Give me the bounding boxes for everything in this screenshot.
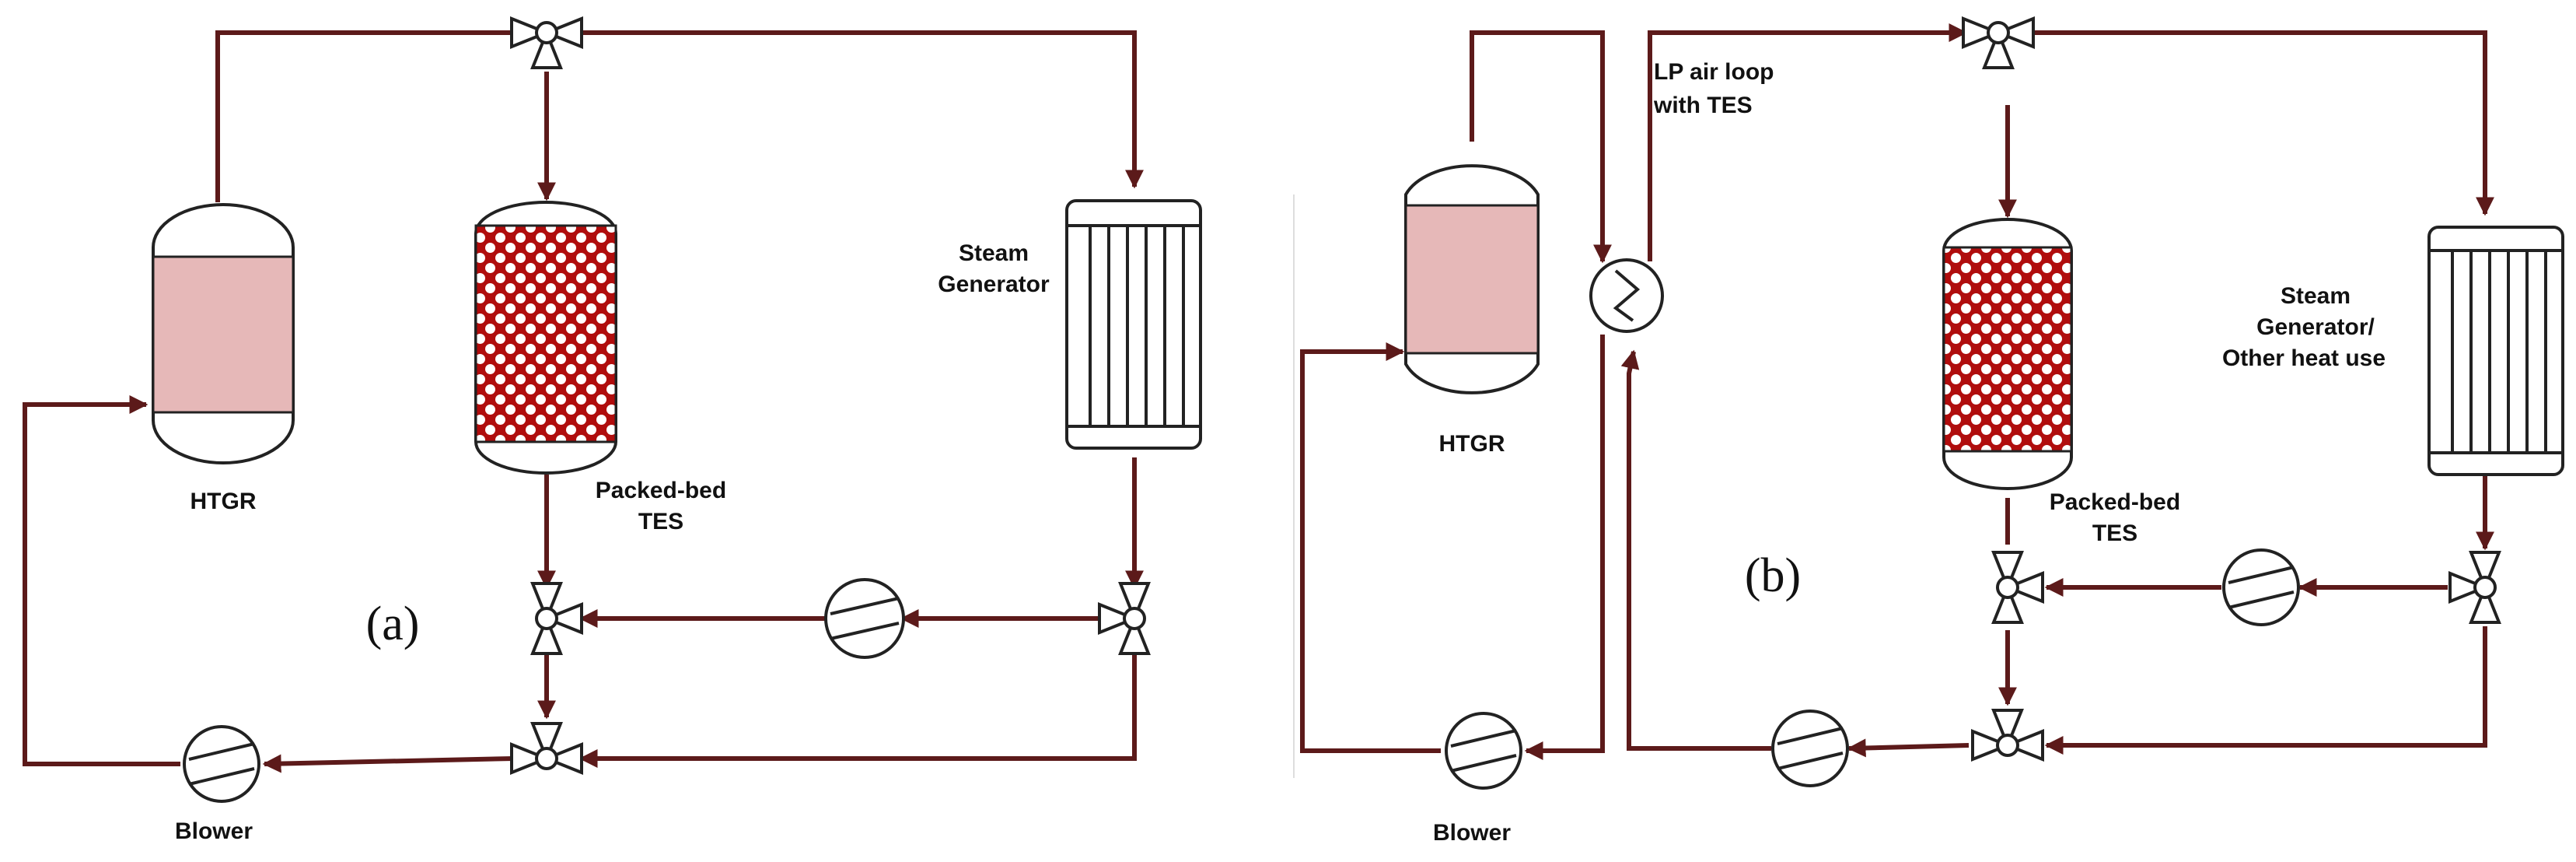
valve-icon [510,722,583,775]
pipe-blower-to-htgr [23,395,180,766]
valve-icon [1098,582,1151,655]
panel-label-a: (a) [366,597,420,650]
tes-label-b-line2: TES [2092,520,2137,546]
panel-label-b: (b) [1745,549,1801,602]
blower-label-b: Blower [1433,820,1511,846]
steam-generator-tubes-b [2451,251,2547,453]
steam-generator-a [1065,199,1202,450]
tes-label-a-line2: TES [638,509,683,534]
htgr-label-b: HTGR [1439,431,1505,457]
lp-air-loop-label-line2: with TES [1653,93,1753,118]
steam-generator-label-b-line2: Generator/ [2256,314,2375,340]
valve-icon [510,16,583,69]
pipe-right-valve-to-bottom-valve [2044,626,2487,755]
panel-b: HTGR Packed-bed TES LP air loop with TES [1300,16,2564,846]
steam-generator-label-b-line3: Other heat use [2222,345,2386,371]
pipe-htgr-to-heat-exchanger [1470,30,1612,264]
pipe-htgr-to-top-valve [215,23,531,202]
tes-label-b-line1: Packed-bed [2050,489,2180,515]
htgr-label-a: HTGR [190,489,257,514]
pipe-right-valve-to-bottom-valve [578,654,1137,768]
blower-icon [824,578,905,659]
htgr-reactor-a [152,203,295,464]
pipe-blower-to-htgr [1300,342,1441,753]
pipe-top-valve-to-steam-generator [2025,30,2494,216]
lp-air-loop-label-line1: LP air loop [1654,59,1774,85]
panel-a: HTGR Packed-bed TES Steam Generator [23,16,1202,844]
blower-icon [183,725,260,803]
pipe-bottom-valve-to-circulator [1847,738,1970,758]
pipe-heat-exchanger-to-top-valve [1648,23,1968,261]
blower-label-a: Blower [175,818,253,844]
packed-bed-tes-b [1942,218,2073,490]
tes-label-a-line1: Packed-bed [596,478,726,503]
heat-exchanger-icon [1589,258,1664,333]
pipe-top-valve-to-steam-generator [564,30,1144,189]
valve-icon [2448,551,2501,624]
pipe-bottom-valve-to-blower [262,754,514,773]
valve-icon [1962,16,2035,69]
pipe-heat-exchanger-to-blower [1524,335,1605,760]
packed-bed-tes-a [474,201,617,475]
pipe-network-a [23,23,1144,773]
blower-icon [1771,710,1849,787]
steam-generator-tubes-a [1089,226,1185,426]
pipe-circulator-to-heat-exchanger [1620,349,1771,751]
htgr-reactor-b [1404,164,1540,394]
valve-icon [530,582,583,655]
steam-generator-label-a-line2: Generator [938,272,1050,297]
steam-generator-label-b-line1: Steam [2281,283,2351,309]
valve-icon [1991,551,2044,624]
valve-icon [1971,709,2044,762]
blower-icon [1445,712,1522,790]
blower-icon [2222,548,2300,626]
steam-generator-b [2427,226,2564,476]
pipe-network-b [1300,23,2494,760]
steam-generator-label-a-line1: Steam [959,240,1029,266]
